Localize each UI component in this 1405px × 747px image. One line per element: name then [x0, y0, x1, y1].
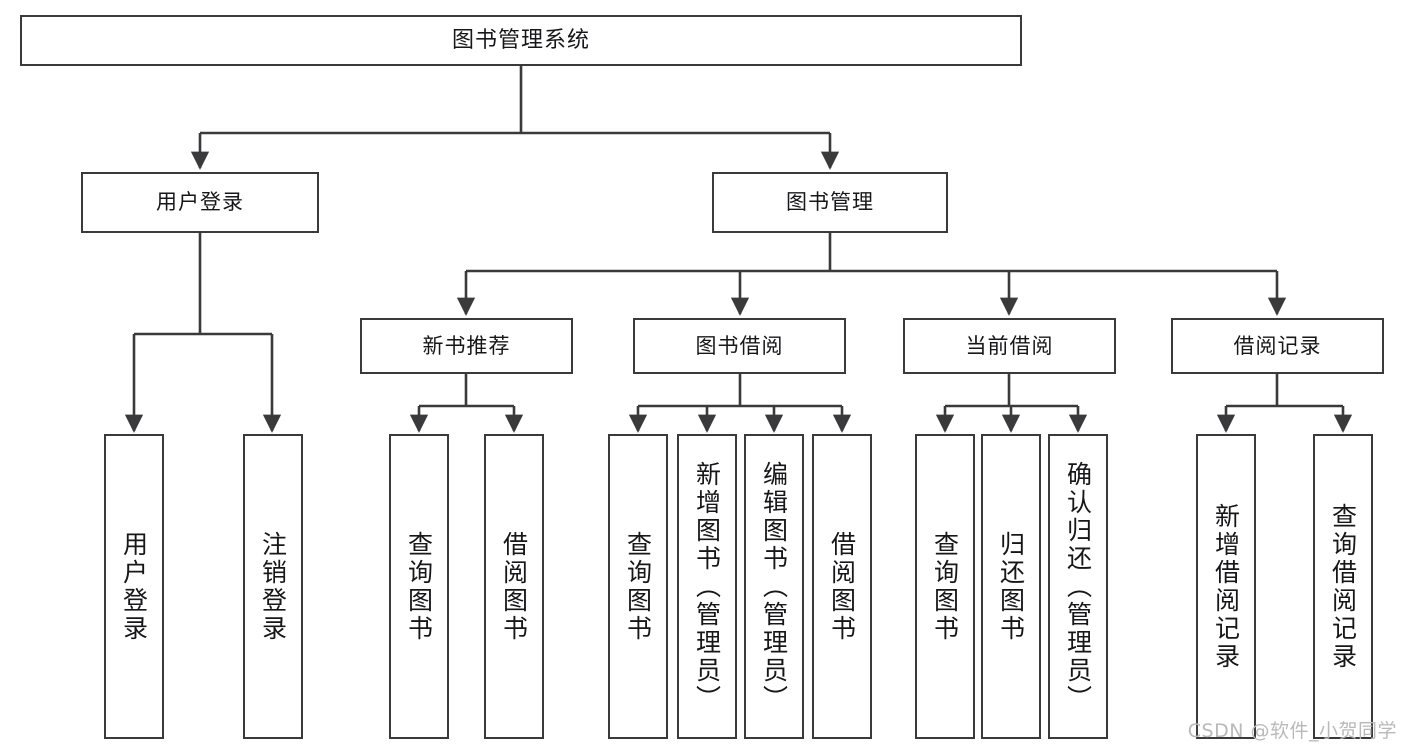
- leaf-book-borrow-query-label: 查询图书: [623, 530, 653, 643]
- leaf-current-borrow-return[interactable]: 归还图书: [981, 434, 1041, 739]
- node-borrow-record[interactable]: 借阅记录: [1171, 318, 1384, 374]
- node-user-login-label: 用户登录: [156, 190, 244, 215]
- leaf-user-login-login[interactable]: 用户登录: [104, 434, 164, 739]
- leaf-user-login-logout-label: 注销登录: [258, 530, 288, 643]
- leaf-current-borrow-return-label: 归还图书: [996, 530, 1026, 643]
- node-root[interactable]: 图书管理系统: [20, 15, 1022, 66]
- node-book-borrow-label: 图书借阅: [695, 333, 784, 358]
- leaf-borrow-record-add-label: 新增借阅记录: [1211, 502, 1241, 671]
- leaf-current-borrow-confirm[interactable]: 确认归还（管理员）: [1048, 434, 1108, 739]
- leaf-book-borrow-query[interactable]: 查询图书: [608, 434, 668, 739]
- node-new-book-recommend[interactable]: 新书推荐: [360, 318, 573, 374]
- leaf-user-login-logout[interactable]: 注销登录: [243, 434, 303, 739]
- leaf-user-login-login-label: 用户登录: [119, 530, 149, 643]
- leaf-new-book-query-label: 查询图书: [404, 530, 434, 643]
- node-current-borrow[interactable]: 当前借阅: [903, 318, 1116, 374]
- leaf-book-borrow-edit-label: 编辑图书（管理员）: [759, 460, 789, 713]
- leaf-new-book-borrow[interactable]: 借阅图书: [484, 434, 544, 739]
- leaf-borrow-record-query[interactable]: 查询借阅记录: [1313, 434, 1373, 739]
- leaf-borrow-record-add[interactable]: 新增借阅记录: [1196, 434, 1256, 739]
- leaf-book-borrow-edit[interactable]: 编辑图书（管理员）: [744, 434, 804, 739]
- node-book-borrow[interactable]: 图书借阅: [633, 318, 846, 374]
- node-user-login[interactable]: 用户登录: [81, 172, 319, 233]
- leaf-book-borrow-borrow[interactable]: 借阅图书: [812, 434, 872, 739]
- leaf-book-borrow-add-label: 新增图书（管理员）: [692, 460, 722, 713]
- node-new-book-recommend-label: 新书推荐: [422, 333, 511, 358]
- leaf-borrow-record-query-label: 查询借阅记录: [1328, 502, 1358, 671]
- node-borrow-record-label: 借阅记录: [1233, 333, 1322, 358]
- leaf-current-borrow-query-label: 查询图书: [930, 530, 960, 643]
- leaf-new-book-query[interactable]: 查询图书: [389, 434, 449, 739]
- leaf-current-borrow-query[interactable]: 查询图书: [915, 434, 975, 739]
- leaf-current-borrow-confirm-label: 确认归还（管理员）: [1063, 460, 1093, 713]
- leaf-book-borrow-borrow-label: 借阅图书: [827, 530, 857, 643]
- leaf-book-borrow-add[interactable]: 新增图书（管理员）: [677, 434, 737, 739]
- node-book-manage-label: 图书管理: [786, 190, 874, 215]
- node-book-manage[interactable]: 图书管理: [712, 172, 948, 233]
- node-root-label: 图书管理系统: [451, 27, 590, 53]
- leaf-new-book-borrow-label: 借阅图书: [499, 530, 529, 643]
- csdn-watermark: CSDN @软件_小贺同学: [1187, 720, 1397, 742]
- node-current-borrow-label: 当前借阅: [965, 333, 1054, 358]
